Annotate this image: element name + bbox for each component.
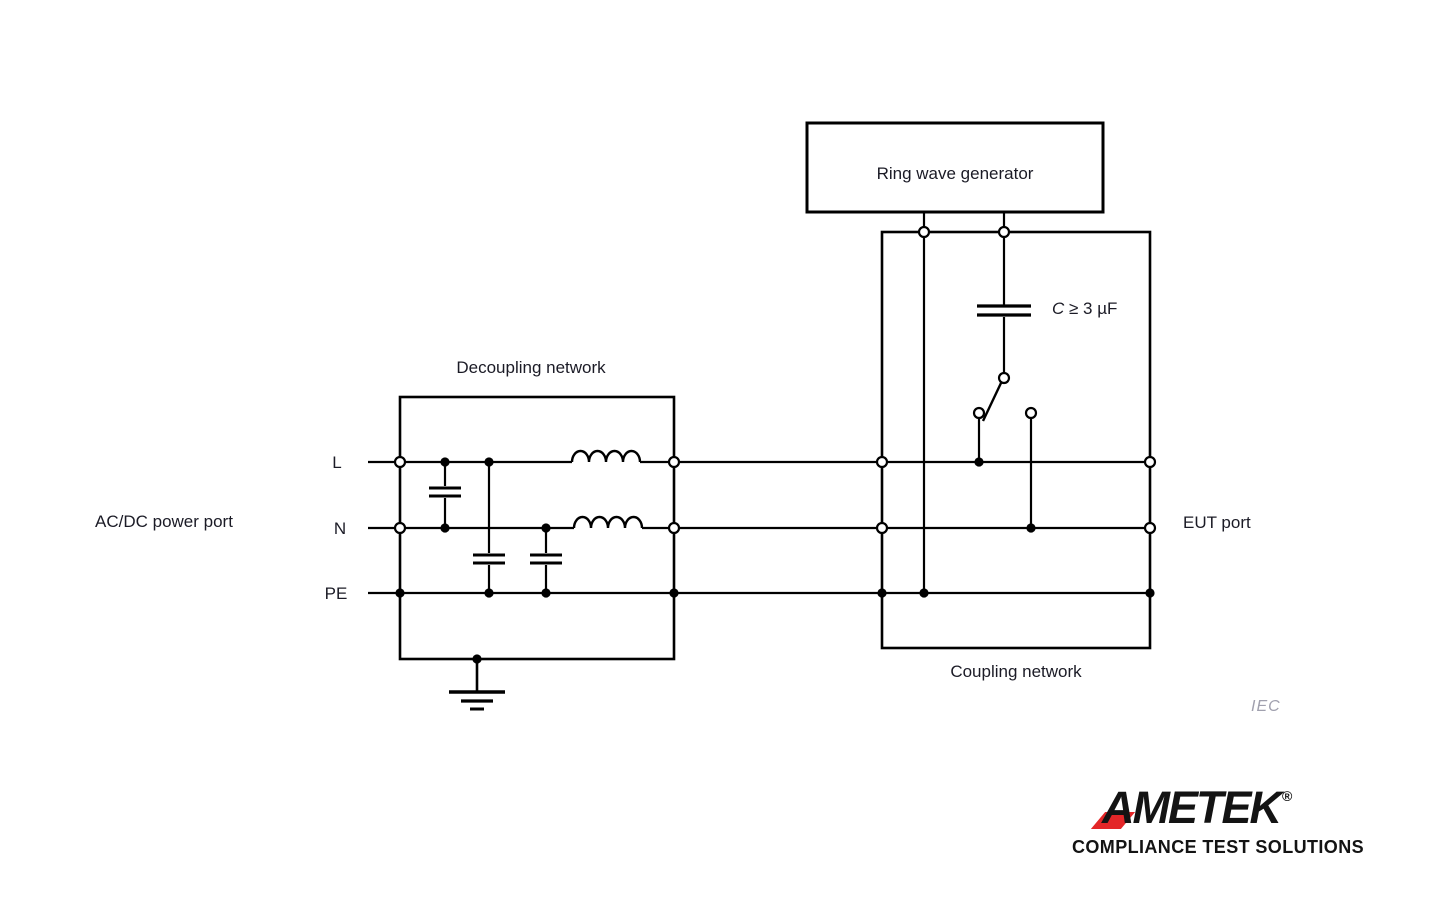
line-pe-label: PE [325,584,348,603]
decoupling-capacitor-ln [429,462,461,528]
coupling-network-label: Coupling network [950,662,1082,681]
decoupling-network-label: Decoupling network [456,358,606,377]
ring-wave-generator-box [805,121,1105,214]
earth-ground-symbol [449,659,505,711]
terminal-circles [393,225,1157,535]
iec-standard-mark: IEC [1251,698,1281,715]
decoupling-capacitor-npe [530,528,562,593]
acdc-power-port-label: AC/DC power port [95,512,233,531]
coupling-capacitor [977,304,1031,372]
switch-blade [981,382,1003,422]
coupling-capacitor-symbol: C [1052,299,1065,318]
line-n-label: N [334,519,346,538]
ametek-logo: AMETEK® COMPLIANCE TEST SOLUTIONS [1072,785,1372,860]
junction-dots [395,457,1155,664]
ametek-tagline: COMPLIANCE TEST SOLUTIONS [1072,837,1365,857]
decoupling-capacitor-lpe [473,462,505,593]
coupling-selector-switch [977,382,1033,528]
coupling-capacitor-value: ≥ 3 µF [1069,299,1117,318]
ring-wave-generator-label: Ring wave generator [877,164,1034,183]
line-l-label: L [332,453,341,472]
ametek-wordmark: AMETEK® [1102,785,1292,830]
eut-port-label: EUT port [1183,513,1251,532]
inductor-n [572,515,644,529]
inductor-l [570,449,642,463]
registered-trademark-symbol: ® [1282,788,1293,804]
ametek-brand-text: AMETEK [1102,782,1282,833]
coupling-network-box [880,230,1152,650]
